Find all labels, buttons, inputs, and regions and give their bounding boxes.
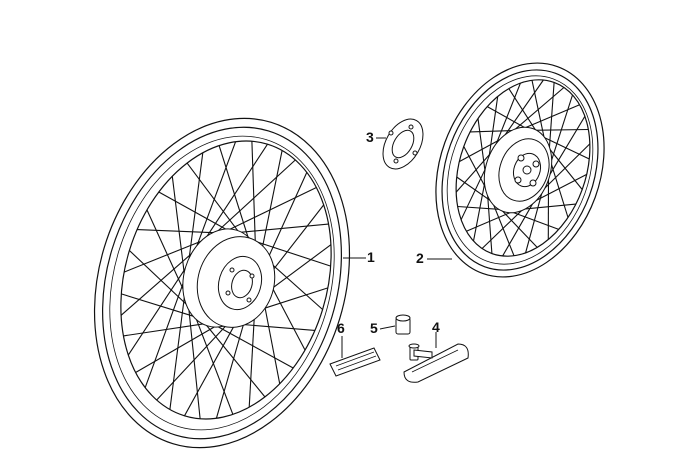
- rear-wheel-spoke: [466, 211, 515, 232]
- callout-1: 1: [367, 250, 375, 264]
- front-wheel-spoke: [204, 322, 265, 397]
- callout-6: 6: [337, 321, 345, 335]
- callout-2: 2: [416, 251, 424, 265]
- leader-line-5: [380, 326, 395, 329]
- front-wheel-spoke: [157, 322, 230, 400]
- front-wheel-spoke: [137, 230, 217, 233]
- front-wheel-spoke: [147, 210, 186, 295]
- rear-wheel-spoke: [549, 83, 554, 154]
- front-wheel-spoke: [195, 315, 233, 414]
- rear-wheel-spoke: [546, 116, 585, 181]
- rear-wheel-spoke: [510, 88, 564, 134]
- front-wheel-spoke: [128, 262, 189, 355]
- rear-wheel-spoke: [532, 130, 589, 131]
- callout-3: 3: [366, 130, 374, 144]
- front-wheel-spoke: [226, 188, 316, 232]
- rear-wheel: [407, 39, 633, 300]
- front-wheel-hub: [171, 219, 286, 337]
- rear-wheel-spoke: [550, 158, 569, 217]
- valve-cap-housing: [404, 344, 468, 382]
- front-wheel-spoke: [215, 325, 293, 368]
- balance-weight-strip: [330, 348, 380, 376]
- callout-5: 5: [370, 321, 378, 335]
- valve-nut: [396, 315, 410, 334]
- front-wheel: [55, 86, 388, 461]
- callout-4: 4: [432, 320, 440, 334]
- sensor-ring: [375, 112, 431, 176]
